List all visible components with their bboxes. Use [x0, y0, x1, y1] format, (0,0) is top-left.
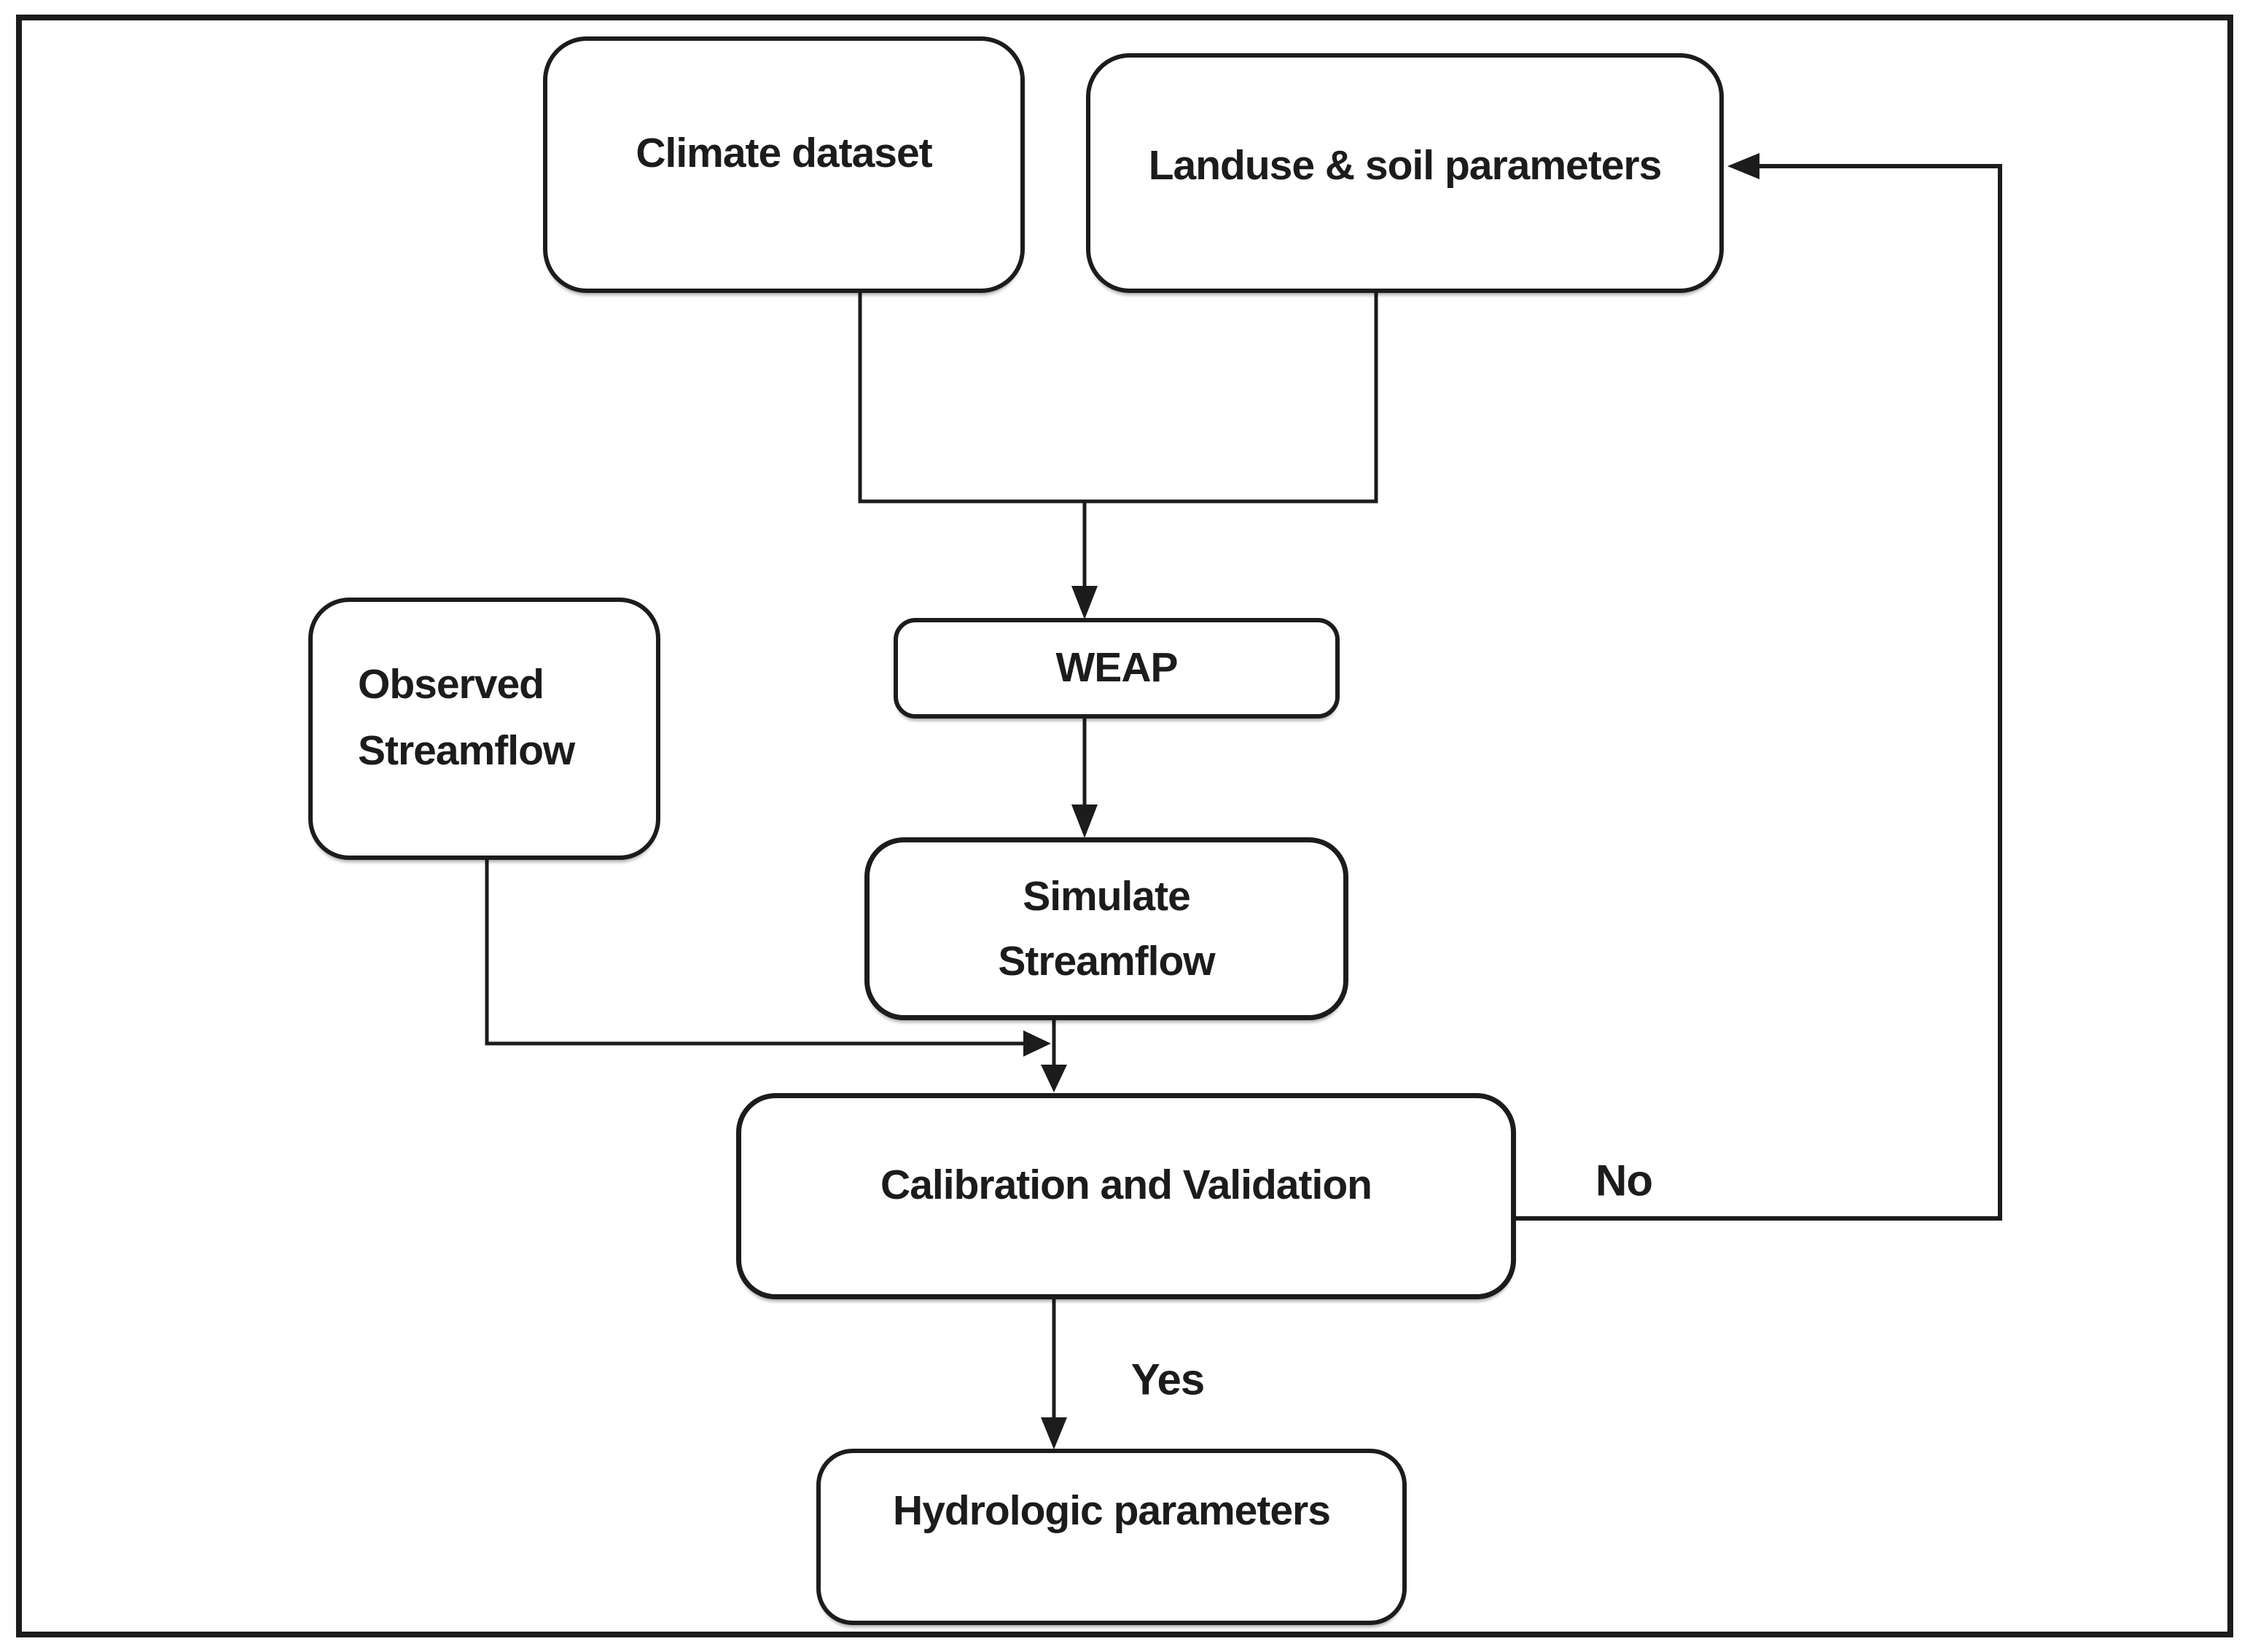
node-hydrologic-parameters: Hydrologic parameters — [816, 1449, 1407, 1625]
edge-inputs-to-weap — [1071, 501, 1098, 619]
edge-inputs-merge — [858, 292, 1378, 504]
edge-label-yes: Yes — [1130, 1355, 1205, 1404]
arrowhead-down-icon — [1041, 1065, 1067, 1092]
arrowhead-down-icon — [1071, 805, 1098, 838]
node-weap: WEAP — [894, 618, 1340, 719]
node-climate-dataset: Climate dataset — [543, 36, 1025, 293]
edge-label-no: No — [1595, 1156, 1653, 1205]
node-label-line1: Observed — [358, 660, 544, 708]
node-label-line1: Simulate — [1023, 873, 1191, 920]
node-calibration-and-validation: Calibration and Validation — [736, 1093, 1516, 1299]
node-simulate-streamflow: Simulate Streamflow — [864, 837, 1348, 1020]
edge-calibration-yes-to-hydrologic — [1041, 1299, 1067, 1449]
arrowhead-left-icon — [1727, 153, 1759, 179]
figure-border — [16, 15, 2233, 1637]
node-label: Calibration and Validation — [880, 1161, 1372, 1208]
arrowhead-right-icon — [1023, 1030, 1051, 1057]
node-observed-streamflow: Observed Streamflow — [308, 598, 660, 860]
arrowhead-down-icon — [1041, 1417, 1067, 1449]
arrowhead-down-icon — [1071, 586, 1098, 619]
edge-observed-to-junction — [485, 860, 1051, 1057]
node-label: Climate dataset — [636, 130, 932, 177]
edge-calibration-no-feedback — [1516, 153, 2002, 1221]
node-label: Hydrologic parameters — [893, 1487, 1331, 1535]
edge-simulate-to-calibration — [1041, 1020, 1067, 1092]
node-label-line2: Streamflow — [358, 727, 575, 774]
edge-weap-to-simulate — [1071, 719, 1098, 838]
node-label: WEAP — [1055, 644, 1179, 692]
node-label-line2: Streamflow — [998, 937, 1215, 984]
node-label: Landuse & soil parameters — [1148, 141, 1663, 189]
node-landuse-soil-parameters: Landuse & soil parameters — [1086, 53, 1724, 293]
